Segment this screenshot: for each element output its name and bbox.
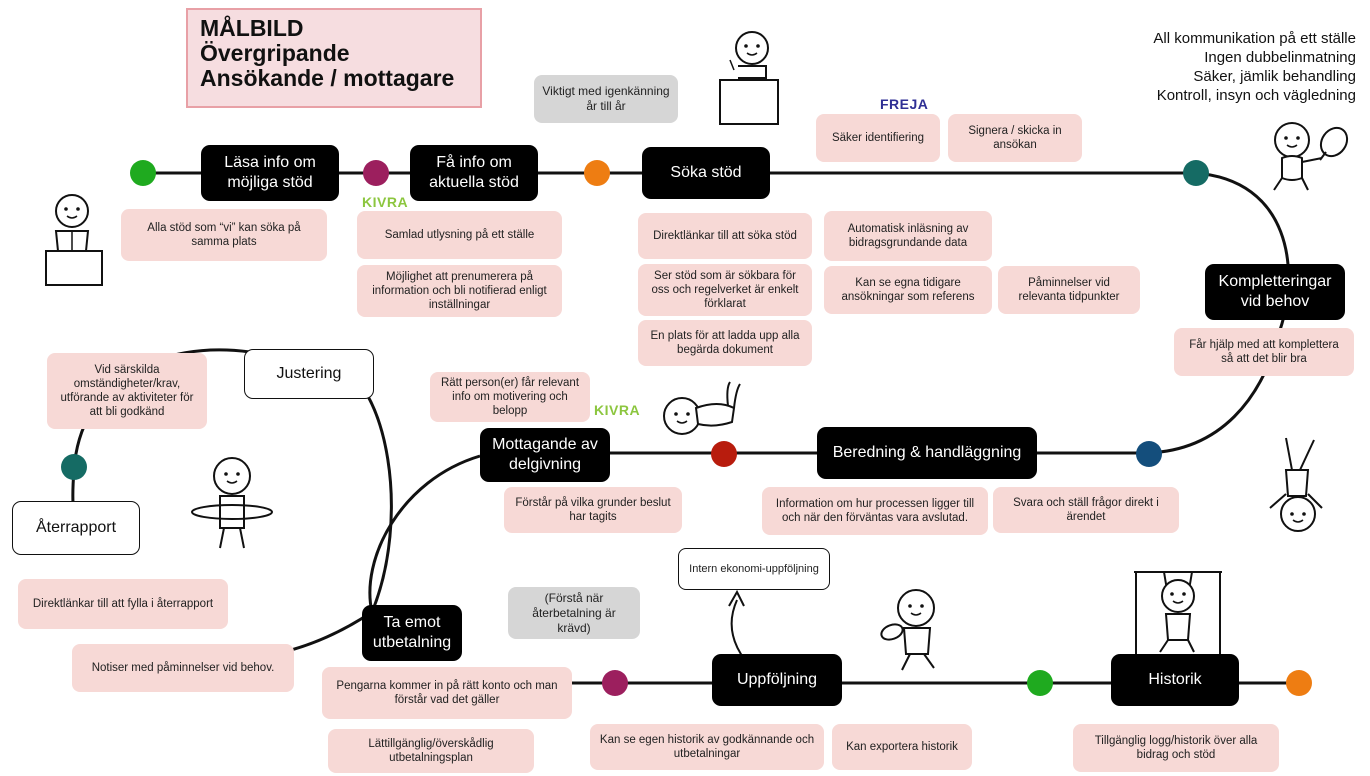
dot-orange-top: [584, 160, 610, 186]
note-tillganglig-logg: Tillgänglig logg/historik över alla bidr…: [1073, 724, 1279, 772]
dot-orange-end: [1286, 670, 1312, 696]
note-hjalp-komplettera: Får hjälp med att komplettera så att det…: [1174, 328, 1354, 376]
note-sokbara: Ser stöd som är sökbara för oss och rege…: [638, 264, 812, 316]
pullup-person-doodle: [1134, 571, 1222, 654]
title-line-3: Ansökande / mottagare: [200, 65, 455, 91]
title-box: MÅLBILD Övergripande Ansökande / mottaga…: [186, 8, 482, 108]
note-lattillganglig: Lättillgänglig/överskådlig utbetalningsp…: [328, 729, 534, 773]
goals-list: All kommunikation på ett ställe Ingen du…: [1153, 29, 1356, 105]
note-igenkanning: Viktigt med igenkänning år till år: [534, 75, 678, 123]
goal-item: All kommunikation på ett ställe: [1153, 30, 1356, 47]
goal-item: Kontroll, insyn och vägledning: [1156, 87, 1356, 104]
title-line-2: Övergripande: [200, 40, 350, 66]
note-notiser: Notiser med påminnelser vid behov.: [72, 644, 294, 692]
note-pengarna: Pengarna kommer in på rätt konto och man…: [322, 667, 572, 719]
kivra-label-top: KIVRA: [362, 194, 409, 210]
note-paminnelser-tid: Påminnelser vid relevanta tidpunkter: [998, 266, 1140, 314]
kivra-label-mid: KIVRA: [594, 402, 641, 418]
reading-person-doodle: [45, 194, 103, 286]
dot-teal-left: [61, 454, 87, 480]
note-samlad-utlysning: Samlad utlysning på ett ställe: [357, 211, 562, 259]
note-automatisk: Automatisk inläsning av bidragsgrundande…: [824, 211, 992, 261]
stage-lasa-info: Läsa info om möjliga stöd: [201, 145, 339, 201]
stage-historik: Historik: [1111, 654, 1239, 706]
stage-ta-emot: Ta emot utbetalning: [362, 605, 462, 661]
handstand-person-doodle: [1269, 437, 1323, 532]
goal-item: Säker, jämlik behandling: [1193, 68, 1356, 85]
stage-kompletteringar: Kompletteringar vid behov: [1205, 264, 1345, 320]
note-ratt-personer: Rätt person(er) får relevant info om mot…: [430, 372, 590, 422]
note-alla-stod: Alla stöd som “vi” kan söka på samma pla…: [121, 209, 327, 261]
note-aterbetalning: (Förstå när återbetalning är krävd): [508, 587, 640, 639]
note-forstar-grunder: Förstår på vilka grunder beslut har tagi…: [504, 487, 682, 533]
dot-green-start: [130, 160, 156, 186]
dot-red-mid: [711, 441, 737, 467]
stage-justering: Justering: [244, 349, 374, 399]
freja-label: FREJA: [880, 96, 929, 112]
note-exportera: Kan exportera historik: [832, 724, 972, 770]
football-person-doodle: [880, 589, 935, 671]
stage-beredning: Beredning & handläggning: [817, 427, 1037, 479]
stage-fa-info: Få info om aktuella stöd: [410, 145, 538, 201]
stage-aterrapport: Återrapport: [12, 501, 140, 555]
stage-soka-stod: Söka stöd: [642, 147, 770, 199]
crawling-person-doodle: [663, 381, 741, 435]
note-prenumerera: Möjlighet att prenumerera på information…: [357, 265, 562, 317]
goal-item: Ingen dubbelinmatning: [1204, 49, 1356, 66]
stage-uppfoljning: Uppföljning: [712, 654, 842, 706]
stage-mottagande: Mottagande av delgivning: [480, 428, 610, 482]
hula-hoop-person-doodle: [191, 457, 273, 549]
note-svara-fragor: Svara och ställ frågor direkt i ärendet: [993, 487, 1179, 533]
note-ladda-upp: En plats för att ladda upp alla begärda …: [638, 320, 812, 366]
dot-magenta-top: [363, 160, 389, 186]
note-signera: Signera / skicka in ansökan: [948, 114, 1082, 162]
note-sarskilda: Vid särskilda omständigheter/krav, utför…: [47, 353, 207, 429]
note-process-status: Information om hur processen ligger till…: [762, 487, 988, 535]
dot-magenta-bottom: [602, 670, 628, 696]
note-egen-historik: Kan se egen historik av godkännande och …: [590, 724, 824, 770]
note-direktlankar-aterrapport: Direktlänkar till att fylla i återrappor…: [18, 579, 228, 629]
dot-navy-mid: [1136, 441, 1162, 467]
intern-box: Intern ekonomi-uppföljning: [678, 548, 830, 590]
note-saker-id: Säker identifiering: [816, 114, 940, 162]
dot-green-bottom: [1027, 670, 1053, 696]
dot-teal-right: [1183, 160, 1209, 186]
title-line-1: MÅLBILD: [200, 15, 304, 41]
desk-person-doodle: [719, 31, 779, 125]
note-direktlankar-soka: Direktlänkar till att söka stöd: [638, 213, 812, 259]
tennis-person-doodle: [1273, 122, 1349, 191]
note-tidigare: Kan se egna tidigare ansökningar som ref…: [824, 266, 992, 314]
